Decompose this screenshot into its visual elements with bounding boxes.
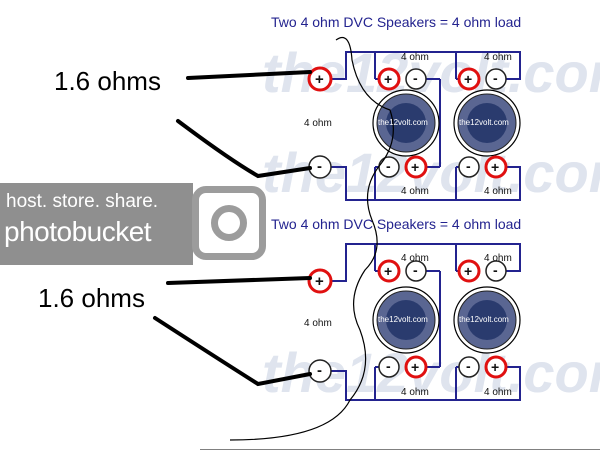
- bottom-spk1-minus-b: -: [386, 358, 391, 374]
- bottom-terminals: [307, 259, 508, 383]
- bottom-coil-label-bottom-left: 4 ohm: [401, 387, 429, 398]
- top-spk2-minus-b: -: [466, 158, 471, 174]
- camera-icon: [192, 186, 266, 260]
- photobucket-watermark: host. store. share. photobucket: [0, 183, 193, 265]
- top-spk1-plus-b: +: [411, 159, 420, 175]
- bottom-coil-label-top-left: 4 ohm: [401, 253, 429, 264]
- top-diagram: [307, 51, 521, 201]
- bottom-spk1-plus-b: +: [411, 359, 420, 375]
- photobucket-tagline: host. store. share.: [6, 191, 159, 212]
- top-coil-label-bottom-right: 4 ohm: [484, 186, 512, 197]
- top-coil-label-top-right: 4 ohm: [484, 52, 512, 63]
- top-amp-minus: -: [317, 158, 322, 175]
- top-coil-label-bottom-left: 4 ohm: [401, 186, 429, 197]
- top-speaker-left: [372, 89, 440, 157]
- top-spk2-minus-a: -: [493, 70, 498, 86]
- top-handwritten-label: 1.6 ohms: [54, 66, 161, 96]
- bottom-amp-minus: -: [317, 362, 322, 379]
- bottom-spk1-plus-a: +: [384, 263, 393, 279]
- top-speaker-right: [453, 89, 521, 157]
- bottom-diagram: [307, 243, 521, 401]
- photobucket-wordmark: photobucket: [4, 216, 152, 247]
- top-spk1-plus-a: +: [384, 71, 393, 87]
- bottom-spk2-minus-b: -: [466, 358, 471, 374]
- bottom-diagram-title: Two 4 ohm DVC Speakers = 4 ohm load: [271, 216, 522, 232]
- bottom-speaker-right: [453, 286, 521, 354]
- handwritten-arrows: [153, 70, 312, 387]
- camera-lens-icon: [211, 205, 247, 241]
- bottom-left-cone-label: the12volt.com: [378, 315, 428, 324]
- top-diagram-title: Two 4 ohm DVC Speakers = 4 ohm load: [271, 14, 522, 30]
- handwritten-loop: [229, 36, 394, 441]
- bottom-amp-label: 4 ohm: [304, 318, 332, 329]
- top-spk2-plus-b: +: [491, 159, 500, 175]
- bottom-spk1-minus-a: -: [413, 262, 418, 278]
- bottom-handwritten-label: 1.6 ohms: [38, 283, 145, 313]
- bottom-coil-label-top-right: 4 ohm: [484, 253, 512, 264]
- top-spk2-plus-a: +: [464, 71, 473, 87]
- top-amp-label: 4 ohm: [304, 118, 332, 129]
- bottom-spk2-plus-b: +: [491, 359, 500, 375]
- top-spk1-minus-a: -: [413, 70, 418, 86]
- bottom-coil-label-bottom-right: 4 ohm: [484, 387, 512, 398]
- top-left-cone-label: the12volt.com: [378, 118, 428, 127]
- top-coil-label-top-left: 4 ohm: [401, 52, 429, 63]
- bottom-amp-plus: +: [315, 273, 324, 290]
- top-right-cone-label: the12volt.com: [459, 118, 509, 127]
- top-spk1-minus-b: -: [386, 158, 391, 174]
- top-amp-plus: +: [315, 71, 324, 88]
- bottom-spk2-plus-a: +: [464, 263, 473, 279]
- bottom-right-cone-label: the12volt.com: [459, 315, 509, 324]
- bottom-spk2-minus-a: -: [493, 262, 498, 278]
- top-terminals: [307, 66, 508, 179]
- bottom-speaker-left: [372, 286, 440, 354]
- bottom-wires: [331, 243, 521, 401]
